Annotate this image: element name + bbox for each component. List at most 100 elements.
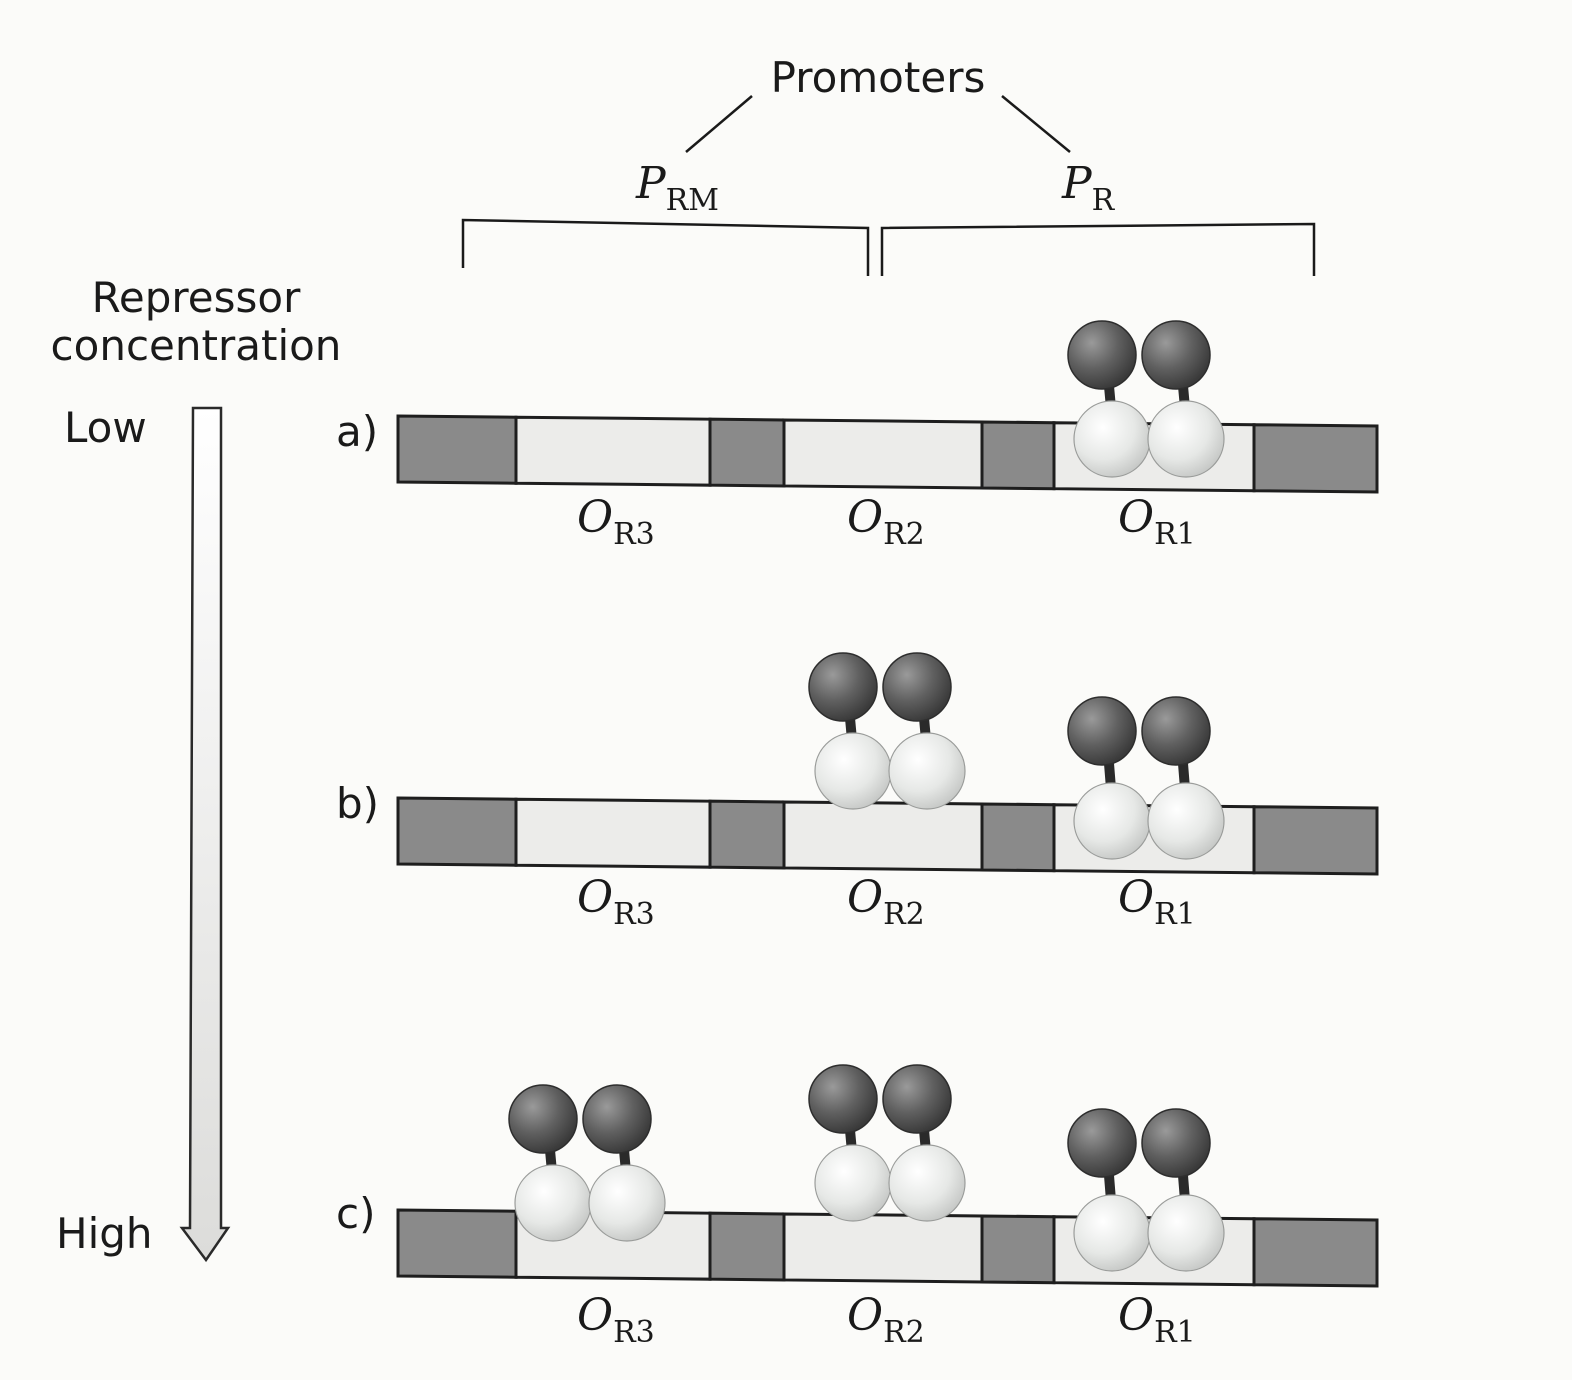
dna-strand <box>396 414 1379 494</box>
dna-strand <box>396 796 1379 876</box>
row-label: c) <box>336 1189 375 1238</box>
repressor-domain-light <box>814 732 892 810</box>
promoters-connector-right <box>1001 95 1071 153</box>
row-label: b) <box>336 779 379 828</box>
repressor-dimer-or1 <box>1067 696 1225 860</box>
operator-sub: R1 <box>1154 517 1196 552</box>
promoters-title: Promoters <box>771 53 986 102</box>
operator-main: O <box>577 492 613 543</box>
promoter-pr-main: P <box>1061 158 1093 209</box>
operator-main: O <box>847 872 883 923</box>
operator-label-or3: OR3 <box>577 492 655 552</box>
repressor-domain-light <box>1073 400 1151 478</box>
repressor-domain-light <box>588 1164 666 1242</box>
operator-or3-box <box>514 797 712 869</box>
repressor-domain-dark <box>582 1084 652 1154</box>
operator-label-or3: OR3 <box>577 872 655 932</box>
repressor-domain-dark <box>882 652 952 722</box>
operator-main: O <box>1118 1290 1154 1341</box>
repressor-domain-light <box>514 1164 592 1242</box>
repressor-domain-dark <box>1067 320 1137 390</box>
repressor-domain-dark <box>1141 1108 1211 1178</box>
operator-sub: R3 <box>613 897 655 932</box>
operator-main: O <box>1118 872 1154 923</box>
operator-label-or2: OR2 <box>847 1290 925 1350</box>
repressor-domain-light <box>1073 782 1151 860</box>
promoter-pr-label: PR <box>1061 158 1116 218</box>
repressor-domain-dark <box>1141 696 1211 766</box>
spacer-left <box>396 414 518 485</box>
spacer-2-1 <box>980 802 1056 873</box>
spacer-right <box>1252 423 1379 494</box>
axis-label-line2: concentration <box>51 321 342 370</box>
bracket-pr <box>880 222 1316 276</box>
axis-low-label: Low <box>64 403 147 452</box>
repressor-domain-light <box>1073 1194 1151 1272</box>
operator-label-or3: OR3 <box>577 1290 655 1350</box>
repressor-domain-light <box>888 732 966 810</box>
repressor-dimer-or1 <box>1067 1108 1225 1272</box>
operator-or2-box <box>782 418 984 490</box>
spacer-left <box>396 1208 518 1279</box>
axis-label-line1: Repressor <box>92 273 301 322</box>
spacer-left <box>396 796 518 867</box>
repressor-domain-light <box>1147 782 1225 860</box>
repressor-domain-dark <box>1141 320 1211 390</box>
operator-label-or2: OR2 <box>847 492 925 552</box>
operator-main: O <box>577 1290 613 1341</box>
promoter-prm-label: PRM <box>635 158 719 218</box>
operator-sub: R2 <box>883 517 925 552</box>
spacer-2-1 <box>980 1214 1056 1285</box>
operator-main: O <box>847 1290 883 1341</box>
repressor-domain-light <box>888 1144 966 1222</box>
spacer-3-2 <box>708 417 786 488</box>
operator-main: O <box>847 492 883 543</box>
operator-sub: R2 <box>883 897 925 932</box>
repressor-domain-dark <box>1067 696 1137 766</box>
operator-or2-box <box>782 1212 984 1284</box>
operator-label-or1: OR1 <box>1118 492 1196 552</box>
promoter-pr-sub: R <box>1092 183 1116 218</box>
operator-main: O <box>1118 492 1154 543</box>
operator-main: O <box>577 872 613 923</box>
operator-sub: R2 <box>883 1315 925 1350</box>
repressor-dimer-or2 <box>808 652 966 810</box>
concentration-axis: Repressor concentration Low High <box>51 273 342 1263</box>
repressor-domain-light <box>1147 1194 1225 1272</box>
promoter-prm-main: P <box>635 158 667 209</box>
promoters-header: Promoters PRM PR <box>461 53 1316 276</box>
spacer-right <box>1252 1217 1379 1288</box>
spacer-right <box>1252 805 1379 876</box>
promoters-connector-left <box>685 95 753 153</box>
repressor-domain-dark <box>1067 1108 1137 1178</box>
repressor-dimer-or2 <box>808 1064 966 1222</box>
operator-sub: R3 <box>613 517 655 552</box>
promoter-prm-sub: RM <box>666 183 719 218</box>
repressor-dimer-or3 <box>508 1084 666 1242</box>
repressor-domain-light <box>814 1144 892 1222</box>
repressor-dimer-or1 <box>1067 320 1225 478</box>
repressor-domain-dark <box>808 1064 878 1134</box>
spacer-3-2 <box>708 1211 786 1282</box>
spacer-2-1 <box>980 420 1056 491</box>
bracket-prm <box>461 218 870 276</box>
operator-label-or1: OR1 <box>1118 872 1196 932</box>
spacer-3-2 <box>708 799 786 870</box>
operator-sub: R3 <box>613 1315 655 1350</box>
row-label: a) <box>336 407 378 456</box>
operator-sub: R1 <box>1154 1315 1196 1350</box>
operator-sub: R1 <box>1154 897 1196 932</box>
operator-label-or1: OR1 <box>1118 1290 1196 1350</box>
repressor-domain-dark <box>508 1084 578 1154</box>
repressor-domain-dark <box>882 1064 952 1134</box>
axis-high-label: High <box>56 1209 153 1258</box>
repressor-domain-light <box>1147 400 1225 478</box>
operator-or3-box <box>514 415 712 487</box>
down-arrow-icon <box>179 406 231 1263</box>
operator-or2-box <box>782 800 984 872</box>
operator-label-or2: OR2 <box>847 872 925 932</box>
